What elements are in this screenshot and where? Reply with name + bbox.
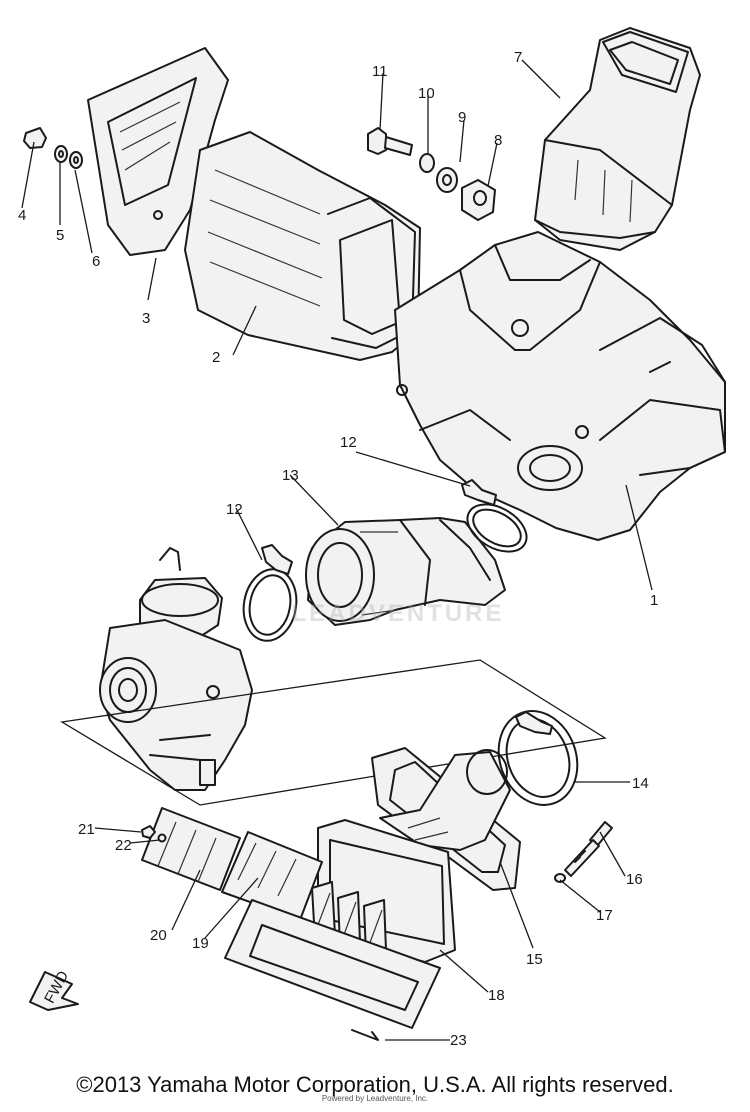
callout-leader-lines xyxy=(21,59,653,1041)
callout-2: 2 xyxy=(212,349,220,366)
assembly-boundary-lines xyxy=(60,659,607,806)
bolt-collar-damper-parts-8-11 xyxy=(367,127,496,221)
hose-clamp-part-12-right xyxy=(461,479,528,553)
callout-20: 20 xyxy=(150,927,167,944)
callout-3: 3 xyxy=(142,310,150,327)
callout-7: 7 xyxy=(514,49,522,66)
copyright-notice: ©2013 Yamaha Motor Corporation, U.S.A. A… xyxy=(76,1072,674,1097)
carburetor-assembly xyxy=(99,547,253,791)
powered-by-note: Powered by Leadventure, Inc. xyxy=(321,1094,429,1103)
callout-6: 6 xyxy=(92,253,100,270)
callout-22: 22 xyxy=(115,837,132,854)
callout-1: 1 xyxy=(650,592,658,609)
callout-12-right: 12 xyxy=(340,434,357,451)
callout-11: 11 xyxy=(372,63,388,80)
callout-19: 19 xyxy=(192,935,209,952)
hose-clamp-part-14 xyxy=(497,710,579,806)
bolt-washer-parts-16-17 xyxy=(554,821,613,883)
callout-21: 21 xyxy=(78,821,95,838)
air-filter-element-part-2 xyxy=(184,131,421,361)
callout-8: 8 xyxy=(494,132,502,149)
callout-15: 15 xyxy=(526,951,543,968)
callout-12-left: 12 xyxy=(226,501,243,518)
intake-manifold-part-15 xyxy=(371,747,521,891)
hose-clamp-part-12-left xyxy=(242,544,298,642)
air-box-housing-part-1 xyxy=(394,231,726,541)
callout-9: 9 xyxy=(458,109,466,126)
callout-5: 5 xyxy=(56,227,64,244)
air-inlet-duct-part-7 xyxy=(534,27,701,251)
callout-18: 18 xyxy=(488,987,505,1004)
reed-stopper-part-20 xyxy=(141,807,241,891)
callout-23: 23 xyxy=(450,1032,467,1049)
callout-14: 14 xyxy=(632,775,649,792)
callout-10: 10 xyxy=(418,85,435,102)
screw-washer-parts-21-22 xyxy=(141,825,167,843)
bolt-washer-parts-4-5-6 xyxy=(23,127,83,169)
callout-16: 16 xyxy=(626,871,643,888)
callout-4: 4 xyxy=(18,207,26,224)
watermark: LEADVENTURE xyxy=(291,600,505,627)
intake-joint-hose-part-13 xyxy=(305,517,506,626)
gasket-part-23 xyxy=(224,899,441,1041)
callout-17: 17 xyxy=(596,907,613,924)
forward-direction-marker: FWD xyxy=(29,968,79,1011)
callout-13: 13 xyxy=(282,467,299,484)
